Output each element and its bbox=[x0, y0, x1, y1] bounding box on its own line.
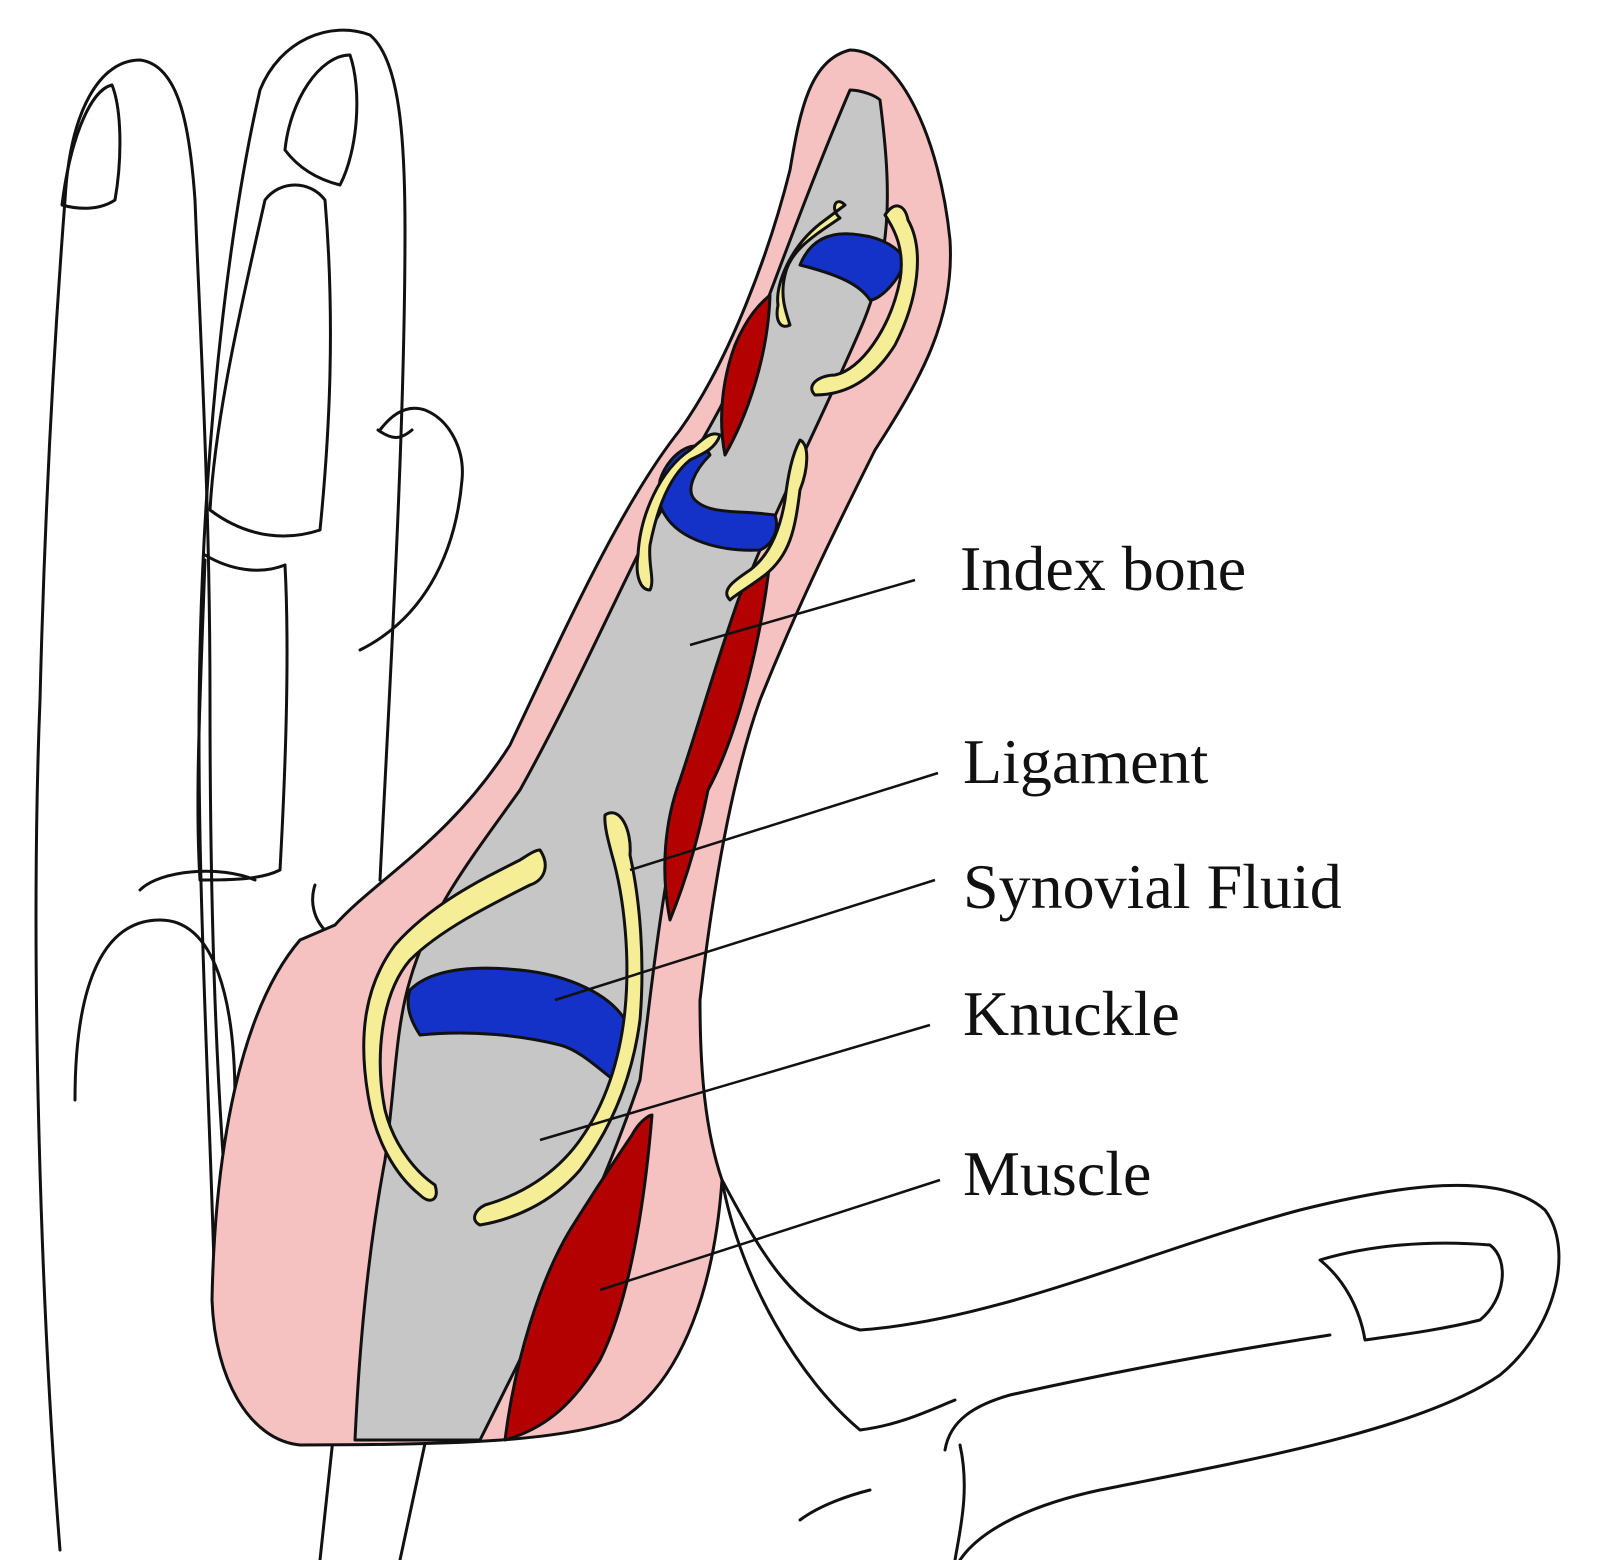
labels: Index bone Ligament Synovial Fluid Knuck… bbox=[960, 533, 1342, 1209]
label-synovial-fluid: Synovial Fluid bbox=[963, 851, 1342, 922]
ring-finger-lower-joint bbox=[196, 558, 289, 882]
label-index-bone: Index bone bbox=[960, 533, 1246, 604]
thumb-lower-outline bbox=[953, 1443, 966, 1560]
leader-knuckle bbox=[539, 1023, 931, 1142]
ring-finger-outline bbox=[197, 28, 407, 1302]
middle-finger-crease bbox=[376, 428, 414, 439]
muscle-lower bbox=[503, 1113, 654, 1442]
ring-finger-crease bbox=[203, 553, 287, 572]
thumb-crease bbox=[798, 1488, 872, 1522]
index-finger bbox=[210, 48, 952, 1447]
hand-outline bbox=[34, 28, 1561, 1560]
thumb-joint-outline bbox=[943, 1333, 1332, 1452]
leader-muscle bbox=[599, 1178, 941, 1292]
leader-synovial-fluid bbox=[554, 878, 936, 1002]
muscle-mid bbox=[663, 558, 772, 922]
index-bone bbox=[353, 88, 889, 1442]
ring-finger-joint-outline bbox=[208, 183, 332, 538]
leader-lines bbox=[539, 578, 941, 1292]
cartilage-mid bbox=[657, 444, 778, 552]
label-muscle: Muscle bbox=[963, 1138, 1151, 1209]
muscle-upper bbox=[720, 293, 772, 457]
thumb-base-outline bbox=[720, 1178, 957, 1432]
label-ligament: Ligament bbox=[963, 726, 1208, 797]
leader-index-bone bbox=[689, 578, 916, 647]
synovial-fluid-top bbox=[775, 200, 919, 397]
synovial-fluid-mid bbox=[635, 432, 809, 602]
label-knuckle: Knuckle bbox=[963, 978, 1180, 1049]
thumb-outline bbox=[720, 1178, 1561, 1560]
palm-arc-2 bbox=[138, 869, 257, 892]
middle-finger-outline bbox=[358, 406, 464, 652]
thumbnail-outline bbox=[1318, 1241, 1504, 1342]
ring-fingernail-outline bbox=[283, 53, 359, 187]
little-fingernail-outline bbox=[60, 83, 122, 210]
leader-ligament bbox=[629, 771, 939, 872]
little-finger-outline bbox=[34, 58, 237, 1552]
palm-arc-1 bbox=[73, 918, 237, 1102]
